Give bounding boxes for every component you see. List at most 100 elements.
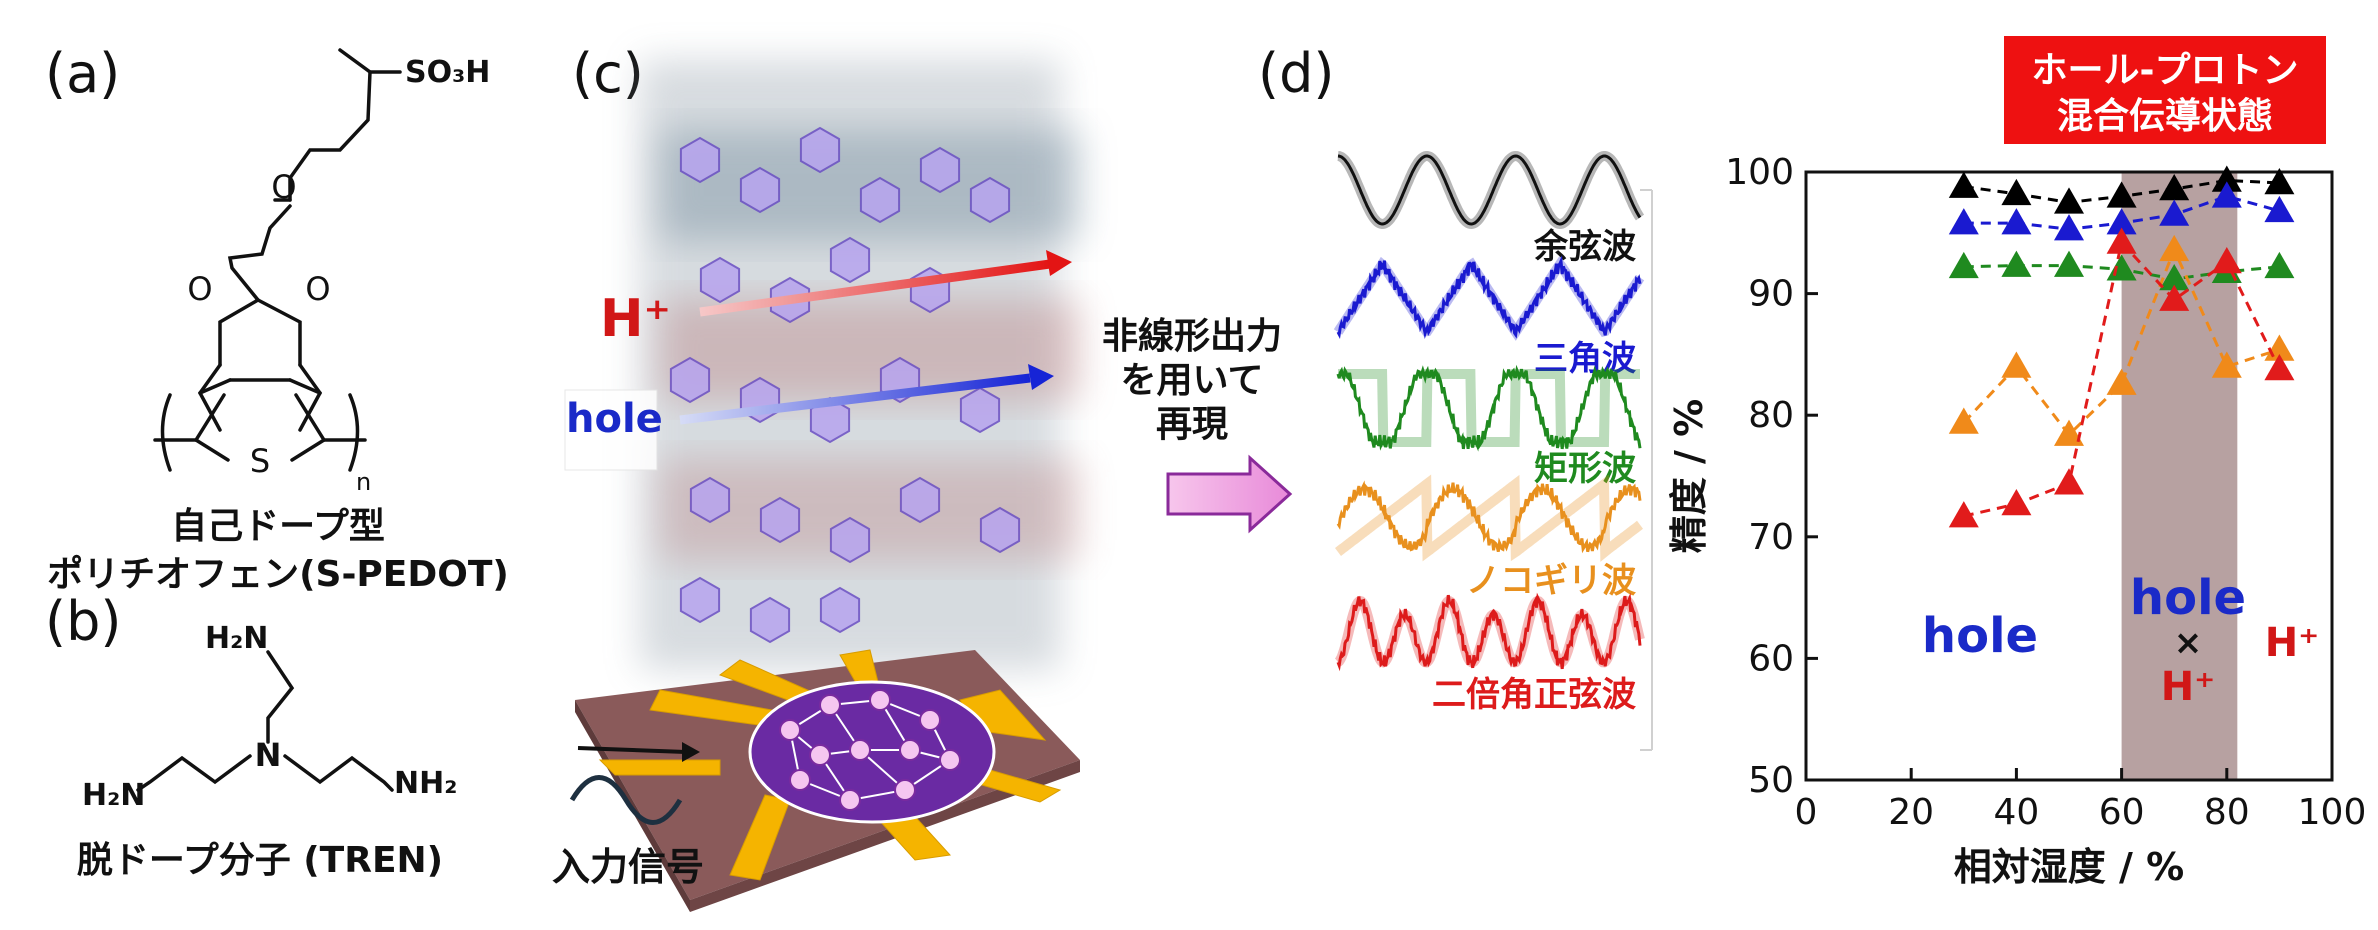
- spedot-so3h-label: SO₃H: [405, 55, 490, 90]
- polymer-stack: [640, 60, 1080, 670]
- network-node: [869, 689, 891, 711]
- spedot-caption-1: 自己ドープ型: [171, 506, 385, 547]
- data-point: [2054, 419, 2084, 446]
- polymer-ring: [679, 576, 721, 624]
- electrode-substrate: [575, 649, 1080, 912]
- process-label-1: 非線形出力: [1102, 316, 1282, 357]
- tren-nitrogen: N: [255, 736, 282, 774]
- x-tick-label: 80: [2204, 792, 2250, 833]
- plot-frame: [1804, 170, 2334, 782]
- polymer-ring: [829, 516, 871, 564]
- tren-amine-right: NH₂: [394, 766, 457, 801]
- spedot-structure: [153, 48, 402, 472]
- waveform-target-triangle: [1333, 256, 1645, 341]
- waveform-label-double: 二倍角正弦波: [1432, 675, 1636, 715]
- data-point: [2001, 488, 2032, 516]
- tren-amine-top: H₂N: [205, 621, 268, 656]
- polymer-ring: [979, 506, 1021, 554]
- network-node: [894, 779, 916, 801]
- network-node: [789, 769, 811, 791]
- waveform-target-sawtooth: [1335, 474, 1644, 562]
- data-point: [2264, 251, 2295, 279]
- proton-label: H⁺: [600, 289, 671, 349]
- spedot-caption-2: ポリチオフェン(S-PEDOT): [47, 553, 509, 595]
- panel-label-b: (b): [45, 590, 121, 653]
- hole-label: hole: [566, 396, 663, 442]
- polymer-ring: [959, 386, 1001, 434]
- network-node: [819, 694, 841, 716]
- input-arrow: [577, 746, 687, 754]
- y-tick-label: 90: [1748, 274, 1794, 315]
- polymer-ring: [819, 586, 861, 634]
- data-point: [2264, 167, 2295, 195]
- tren-amine-left: H₂N: [82, 778, 145, 813]
- data-point: [2054, 187, 2084, 214]
- network-node: [839, 789, 861, 811]
- x-axis-label: 相対湿度 / %: [1954, 845, 2184, 889]
- data-point: [2159, 174, 2190, 201]
- waveform-output-triangle: [1336, 255, 1642, 340]
- panel-label-d: (d): [1258, 42, 1334, 105]
- y-tick-label: 60: [1748, 638, 1794, 679]
- data-point: [2001, 178, 2032, 206]
- spedot-repeat-n: n: [356, 468, 371, 496]
- x-tick-label: 100: [2298, 792, 2367, 833]
- data-point: [2001, 208, 2032, 235]
- polymer-ring: [749, 596, 791, 644]
- mixed-state-line2: 混合伝導状態: [2057, 96, 2273, 137]
- y-tick-label: 80: [1748, 395, 1794, 436]
- panel-label-c: (c): [572, 42, 644, 105]
- region-mixed-cross: ×: [2174, 623, 2203, 663]
- tren-structure: [136, 650, 394, 792]
- hole-arrowhead: [1028, 364, 1054, 390]
- region-hole-label: hole: [1922, 608, 2038, 664]
- waveform-output-double: [1336, 592, 1642, 672]
- network-node: [939, 749, 961, 771]
- waveform-label-triangle: 三角波: [1534, 339, 1636, 379]
- spedot-oxygen-2: O: [187, 270, 212, 308]
- y-axis-label: 精度 / %: [1667, 399, 1711, 553]
- data-point: [2211, 246, 2242, 274]
- region-mixed-hole: hole: [2130, 570, 2246, 626]
- data-point: [2106, 181, 2137, 208]
- process-label-3: 再現: [1156, 404, 1228, 445]
- data-point: [2054, 250, 2084, 277]
- tren-caption: 脱ドープ分子 (TREN): [77, 840, 443, 881]
- data-point: [2001, 250, 2032, 277]
- data-point: [2106, 227, 2137, 254]
- process-arrow: [1166, 454, 1293, 534]
- data-point: [2106, 368, 2137, 395]
- data-point: [2106, 208, 2137, 235]
- polymer-ring: [969, 176, 1011, 224]
- x-tick-label: 60: [2099, 792, 2145, 833]
- data-point: [2159, 284, 2190, 311]
- data-point: [2264, 353, 2295, 381]
- polymer-ring: [809, 396, 851, 444]
- x-tick-label: 0: [1795, 792, 1818, 833]
- data-point: [1948, 501, 1979, 528]
- proton-arrowhead: [1046, 250, 1072, 276]
- polymer-ring: [669, 356, 711, 404]
- waveform-target-square: [1338, 369, 1640, 447]
- data-point: [2211, 181, 2242, 208]
- mixed-state-box: [2004, 36, 2326, 144]
- polymer-ring: [689, 476, 731, 524]
- data-point: [2054, 468, 2084, 495]
- polymer-ring: [759, 496, 801, 544]
- region-proton-label: H⁺: [2265, 620, 2320, 666]
- polymer-ring: [739, 166, 781, 214]
- x-tick-label: 20: [1888, 792, 1934, 833]
- data-point: [1948, 407, 1979, 434]
- waveform-label-square: 矩形波: [1534, 449, 1636, 489]
- y-tick-label: 100: [1725, 152, 1794, 193]
- polymer-ring: [699, 256, 741, 304]
- y-tick-label: 70: [1748, 517, 1794, 558]
- data-point: [2159, 264, 2190, 291]
- polymer-ring: [859, 176, 901, 224]
- polymer-ring: [799, 126, 841, 174]
- waveform-output-square: [1336, 364, 1642, 452]
- data-point: [2211, 165, 2242, 192]
